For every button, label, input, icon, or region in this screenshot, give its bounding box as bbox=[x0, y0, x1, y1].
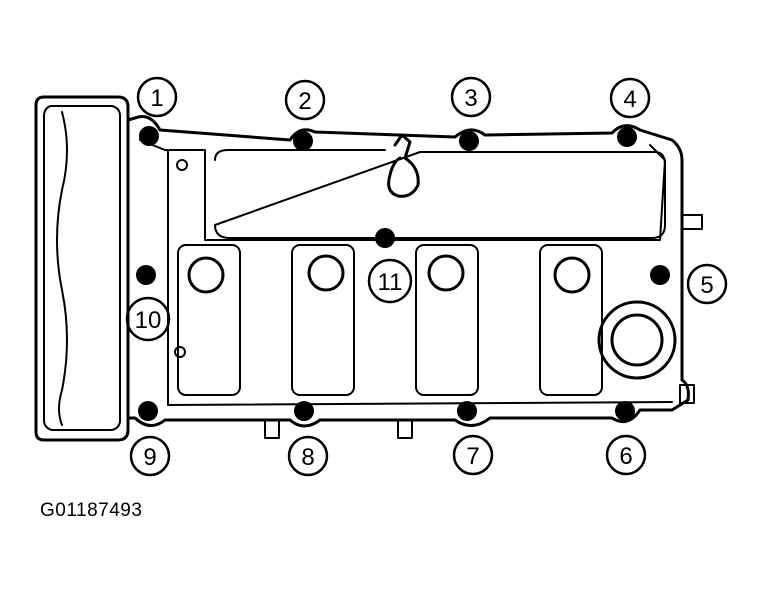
cover-body bbox=[126, 115, 703, 439]
bolt-4 bbox=[617, 127, 637, 147]
bolt-11 bbox=[375, 228, 395, 248]
callout-label: 8 bbox=[301, 444, 314, 471]
callout-label: 5 bbox=[700, 272, 713, 299]
bolt-5 bbox=[650, 265, 670, 285]
callout-5: 5 bbox=[686, 263, 728, 305]
bolt-9 bbox=[138, 401, 158, 421]
callout-11: 11 bbox=[367, 258, 413, 304]
callout-label: 2 bbox=[298, 88, 311, 115]
callout-label: 11 bbox=[378, 269, 403, 296]
bolt-1 bbox=[139, 126, 159, 146]
callout-label: 3 bbox=[464, 85, 477, 112]
callouts: 1 2 3 4 5 6 7 8 bbox=[125, 76, 728, 477]
bolt-6 bbox=[615, 401, 635, 421]
bolt-7 bbox=[457, 401, 477, 421]
bolt-2 bbox=[293, 131, 313, 151]
callout-3: 3 bbox=[450, 76, 492, 118]
callout-4: 4 bbox=[609, 77, 651, 119]
callout-label: 1 bbox=[150, 85, 163, 112]
callout-6: 6 bbox=[605, 434, 647, 476]
callout-7: 7 bbox=[452, 434, 494, 476]
bolt-3 bbox=[459, 131, 479, 151]
callout-label: 10 bbox=[135, 307, 162, 334]
callout-label: 7 bbox=[466, 443, 479, 470]
figure-id: G01187493 bbox=[40, 500, 143, 521]
callout-8: 8 bbox=[287, 435, 329, 477]
callout-2: 2 bbox=[284, 79, 326, 121]
callout-10: 10 bbox=[125, 296, 171, 342]
callout-label: 4 bbox=[623, 86, 636, 113]
bolt-10 bbox=[136, 265, 156, 285]
cover-end-cap bbox=[34, 95, 130, 442]
callout-1: 1 bbox=[136, 76, 178, 118]
bolt-8 bbox=[294, 401, 314, 421]
callout-9: 9 bbox=[129, 435, 171, 477]
callout-label: 6 bbox=[619, 443, 632, 470]
callout-label: 9 bbox=[143, 444, 156, 471]
bolts bbox=[136, 126, 670, 421]
